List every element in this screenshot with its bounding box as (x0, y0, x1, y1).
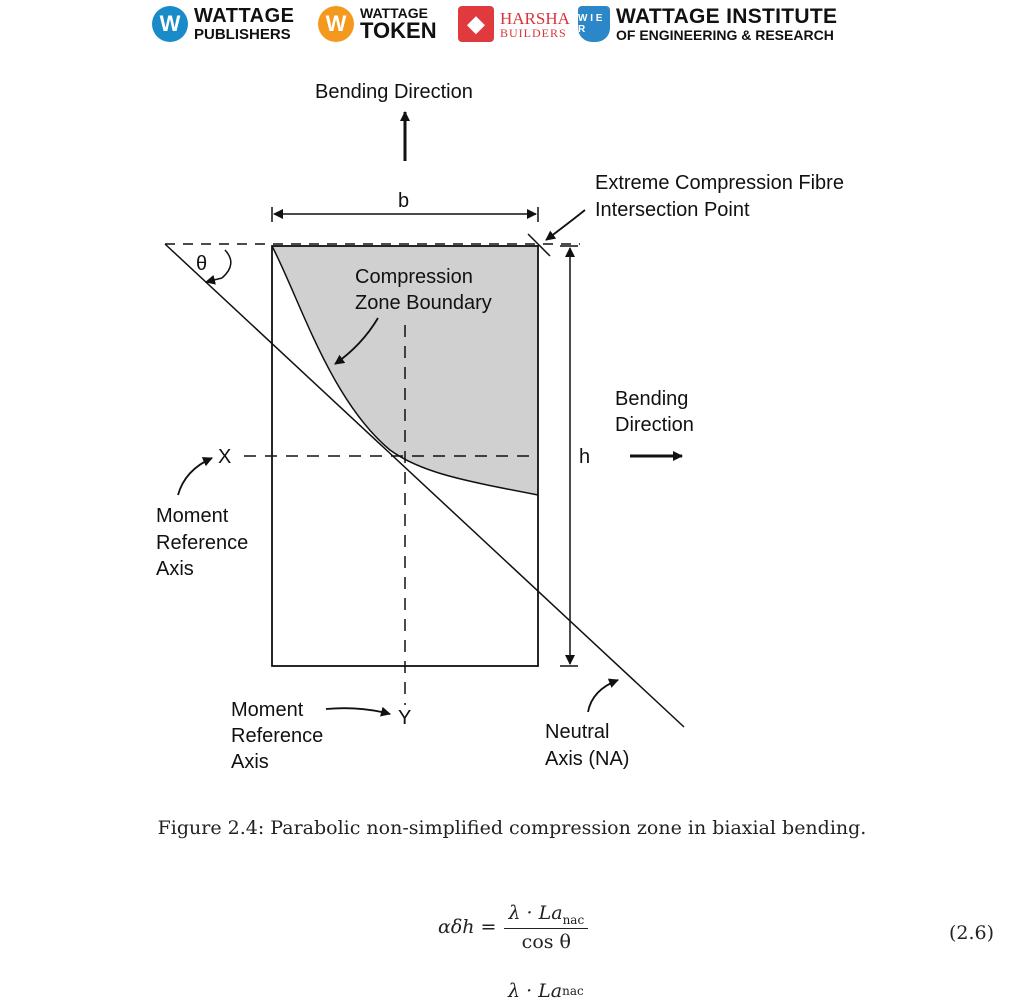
theta-arc (221, 249, 232, 279)
label-neutral-2: Axis (NA) (545, 748, 629, 770)
neutral-axis-line (164, 243, 685, 728)
logo-line2: OF ENGINEERING & RESEARCH (616, 27, 834, 43)
equation-number: (2.6) (948, 922, 994, 944)
x-axis-pointer (177, 457, 213, 496)
equation-numerator-sub: nac (562, 912, 585, 927)
label-y: Y (398, 707, 411, 729)
label-compression-2: Zone Boundary (355, 292, 492, 314)
label-bending-right-1: Bending (615, 388, 688, 410)
label-extreme-fibre-1: Extreme Compression Fibre (595, 172, 844, 194)
label-moment-left-2: Reference (156, 532, 248, 554)
logo-line1: WATTAGE (360, 5, 428, 21)
harsha-builders-icon: ◆ (458, 6, 494, 42)
figure-caption: Figure 2.4: Parabolic non-simplified com… (157, 817, 867, 839)
compression-zone-boundary (271, 245, 539, 496)
biaxial-bending-diagram: Bending Direction b Extreme Compression … (156, 81, 844, 773)
extreme-fibre-pointer (545, 209, 586, 241)
label-b: b (398, 190, 409, 212)
logo-line2: BUILDERS (500, 25, 567, 40)
label-moment-bottom-2: Reference (231, 725, 323, 747)
label-moment-bottom-3: Axis (231, 751, 269, 773)
compression-zone-pointer (334, 317, 379, 365)
equation-lhs: αδh = (438, 916, 497, 939)
label-moment-left-3: Axis (156, 558, 194, 580)
next-equation-numerator-sub: nac (562, 984, 584, 998)
wattage-institute-logo: W I E R WATTAGE INSTITUTE OF ENGINEERING… (578, 6, 837, 42)
label-extreme-fibre-2: Intersection Point (595, 199, 750, 221)
header-logos: W WATTAGE PUBLISHERS W WATTAGE TOKEN ◆ H… (0, 6, 1024, 46)
theta-pointer (205, 274, 223, 285)
logo-line1: WATTAGE (194, 5, 295, 27)
neutral-axis-pointer (587, 678, 619, 713)
wattage-institute-icon: W I E R (578, 6, 610, 42)
label-moment-bottom-1: Moment (231, 699, 304, 721)
next-equation-numerator: λ · La (508, 980, 563, 1002)
wattage-token-logo: W WATTAGE TOKEN (318, 6, 437, 42)
extreme-fibre-cross (527, 233, 551, 257)
label-bending-right-2: Direction (615, 414, 694, 436)
logo-line2: PUBLISHERS (194, 26, 291, 43)
label-theta: θ (196, 253, 207, 275)
wattage-publishers-icon: W (152, 6, 188, 42)
label-moment-left-1: Moment (156, 505, 229, 527)
logo-line1: WATTAGE INSTITUTE (616, 5, 838, 28)
logo-line1: HARSHA (500, 8, 570, 28)
label-bending-direction-top: Bending Direction (315, 81, 473, 103)
label-compression-1: Compression (355, 266, 473, 288)
y-axis-pointer (325, 706, 391, 717)
label-h: h (579, 446, 590, 468)
label-neutral-1: Neutral (545, 721, 609, 743)
equation-denominator: cos θ (521, 930, 571, 953)
wattage-token-icon: W (318, 6, 354, 42)
wattage-publishers-logo: W WATTAGE PUBLISHERS (152, 6, 295, 42)
label-x: X (218, 446, 231, 468)
logo-line2: TOKEN (360, 18, 437, 43)
equation-numerator: λ · La (508, 902, 563, 924)
harsha-builders-logo: ◆ HARSHA BUILDERS (458, 6, 570, 42)
